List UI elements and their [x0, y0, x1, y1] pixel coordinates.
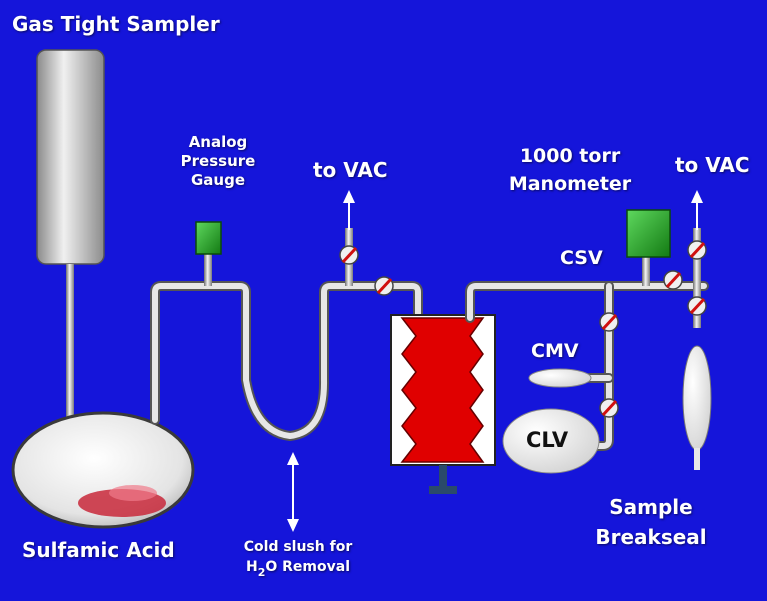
cold-slush-label: Cold slush for H2O Removal: [228, 537, 368, 579]
cold-trap-base: [429, 486, 457, 494]
sample-breakseal-label-line1: Sample: [609, 495, 693, 519]
cold-slush-label-line1: Cold slush for: [243, 539, 353, 555]
inlet-pipe: [150, 281, 423, 441]
cmv-volume: [528, 368, 592, 388]
cold-trap-red-bellows: [400, 317, 485, 463]
manifold-pipe: [465, 281, 709, 451]
to-vac-left-label: to VAC: [313, 158, 388, 182]
to-vac-right-label: to VAC: [675, 153, 750, 177]
valve-cmv-mark: [601, 313, 618, 331]
cmv-label: CMV: [531, 340, 579, 362]
sample-breakseal: [682, 345, 712, 451]
breakseal-tail: [694, 448, 700, 470]
valve-vac-right-mark: [689, 241, 706, 259]
vac-stub-right: [693, 228, 701, 328]
sampler-stem: [66, 264, 74, 424]
manometer-1000-torr: [626, 209, 671, 258]
manometer-label: 1000 torr Manometer: [490, 142, 650, 198]
sample-breakseal-label-line2: Breakseal: [595, 525, 707, 549]
valve-sample-mark: [689, 297, 706, 315]
analog-gauge-label: Analog Pressure Gauge: [170, 133, 266, 190]
arrow-vac-right-head: [691, 190, 703, 203]
clv-label: CLV: [526, 428, 569, 452]
analog-gauge-label-line1: Analog: [188, 133, 248, 151]
valve-csv-mark: [665, 271, 682, 289]
cold-slush-h: H: [245, 559, 258, 575]
analog-gauge-stem: [204, 252, 212, 286]
gas-tight-sampler: [36, 49, 105, 265]
gas-tight-sampler-label: Gas Tight Sampler: [12, 12, 220, 36]
csv-label: CSV: [560, 247, 603, 269]
manometer-stem: [642, 254, 650, 286]
valve-trap-inlet-mark: [376, 277, 393, 295]
arrow-vac-left-head: [343, 190, 355, 203]
sulfamic-acid-label: Sulfamic Acid: [22, 538, 175, 562]
cold-slush-arrow-top: [287, 452, 299, 465]
cold-trap-stem: [439, 465, 447, 487]
valve-vac-left-mark: [341, 246, 358, 264]
manometer-label-line1: 1000 torr: [519, 145, 621, 167]
clv-volume: [502, 408, 600, 474]
valve-clv-mark: [601, 399, 618, 417]
sample-breakseal-label: Sample Breakseal: [585, 492, 717, 552]
manometer-label-line2: Manometer: [508, 173, 632, 195]
analog-gauge-label-line2: Pressure: [180, 152, 256, 170]
analog-gauge-label-line3: Gauge: [190, 171, 246, 189]
cold-slush-arrow-bottom: [287, 519, 299, 532]
cold-slush-subscript: 2: [257, 566, 266, 579]
cold-slush-rest: O Removal: [265, 559, 350, 575]
sulfamic-acid-highlight: [109, 485, 157, 501]
analog-pressure-gauge: [195, 221, 222, 255]
cold-slush-label-line2: H2O Removal: [228, 557, 368, 579]
